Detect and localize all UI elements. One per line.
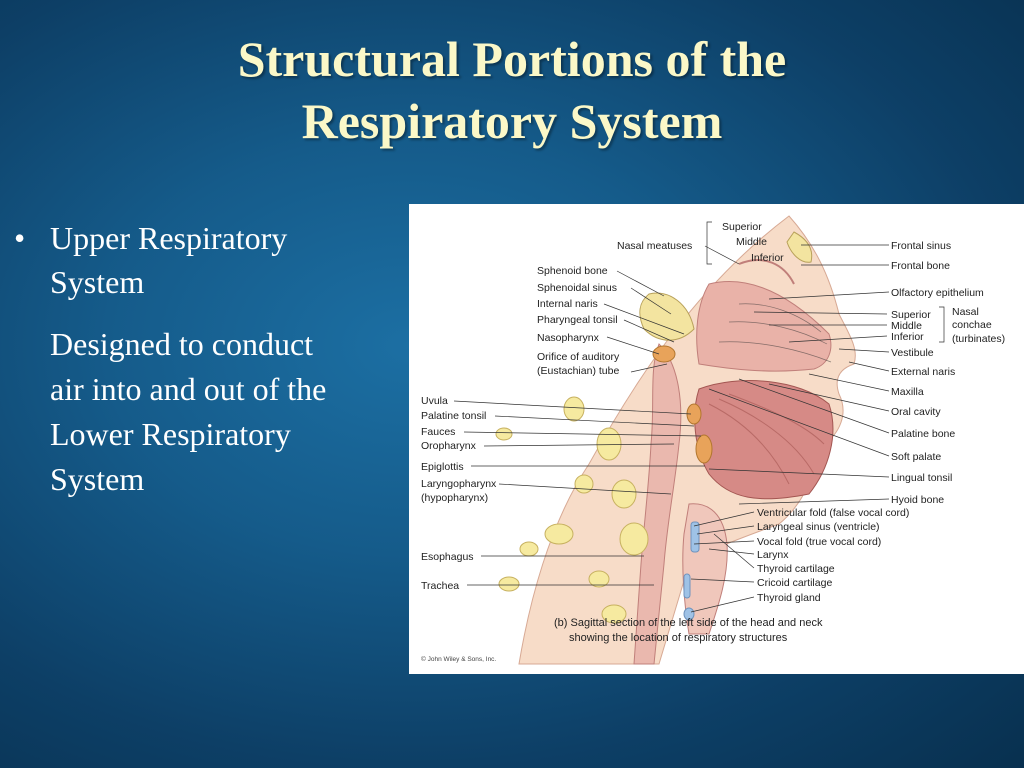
bullet-dot-icon: • xyxy=(14,220,26,256)
description-line-2: air into and out of the xyxy=(50,371,327,407)
label-cricoid-cartilage: Cricoid cartilage xyxy=(757,577,832,589)
title-line-1: Structural Portions of the xyxy=(237,31,787,87)
left-labels: Nasal meatuses Sphenoid bone Sphenoidal … xyxy=(421,240,692,592)
label-frontal-bone: Frontal bone xyxy=(891,260,950,272)
head-illustration xyxy=(495,215,856,665)
label-nasopharynx: Nasopharynx xyxy=(537,332,600,344)
label-turbinates: (turbinates) xyxy=(952,333,1005,345)
leader-lines xyxy=(453,221,945,613)
label-vocal-fold: Vocal fold (true vocal cord) xyxy=(757,536,881,548)
bullet-list: • Upper Respiratory System Designed to c… xyxy=(14,216,414,502)
label-meatus-middle: Middle xyxy=(736,236,767,248)
description-line-3: Lower Respiratory xyxy=(50,416,291,452)
label-frontal-sinus: Frontal sinus xyxy=(891,240,951,252)
slide-title: Structural Portions of the Respiratory S… xyxy=(0,28,1024,152)
description-line-4: System xyxy=(50,461,145,497)
bullet-line-1: Upper Respiratory xyxy=(50,220,288,256)
label-orifice-auditory: Orifice of auditory xyxy=(537,351,620,363)
label-palatine-tonsil: Palatine tonsil xyxy=(421,410,486,422)
figure-caption-line-2: showing the location of respiratory stru… xyxy=(569,632,788,644)
label-olfactory-epithelium: Olfactory epithelium xyxy=(891,287,984,299)
label-thyroid-cartilage: Thyroid cartilage xyxy=(757,563,835,575)
label-sphenoid-bone: Sphenoid bone xyxy=(537,265,608,277)
label-oropharynx: Oropharynx xyxy=(421,440,477,452)
bullet-item: • Upper Respiratory System xyxy=(14,216,414,304)
label-laryngopharynx: Laryngopharynx xyxy=(421,478,497,490)
label-conchae-inferior: Inferior xyxy=(891,331,924,343)
label-conchae: conchae xyxy=(952,319,992,331)
label-esophagus: Esophagus xyxy=(421,551,474,563)
label-pharyngeal-tonsil: Pharyngeal tonsil xyxy=(537,314,618,326)
right-labels: Frontal sinus Frontal bone Olfactory epi… xyxy=(757,240,1005,604)
label-hypopharynx: (hypopharynx) xyxy=(421,492,488,504)
meatus-labels: Superior Middle Inferior xyxy=(722,221,784,264)
label-trachea: Trachea xyxy=(421,580,459,592)
label-eustachian-tube: (Eustachian) tube xyxy=(537,365,619,377)
label-sphenoidal-sinus: Sphenoidal sinus xyxy=(537,282,617,294)
label-vestibule: Vestibule xyxy=(891,347,934,359)
label-palatine-bone: Palatine bone xyxy=(891,428,955,440)
label-internal-naris: Internal naris xyxy=(537,298,598,310)
label-external-naris: External naris xyxy=(891,366,955,378)
description-line-1: Designed to conduct xyxy=(50,326,314,362)
label-soft-palate: Soft palate xyxy=(891,451,941,463)
label-lingual-tonsil: Lingual tonsil xyxy=(891,472,952,484)
figure-copyright: © John Wiley & Sons, Inc. xyxy=(421,655,496,663)
anatomy-figure: Nasal meatuses Sphenoid bone Sphenoidal … xyxy=(409,204,1024,674)
label-uvula: Uvula xyxy=(421,395,448,407)
bullet-line-2: System xyxy=(50,264,145,300)
label-fauces: Fauces xyxy=(421,426,455,438)
label-nasal: Nasal xyxy=(952,306,979,318)
label-meatus-superior: Superior xyxy=(722,221,762,233)
label-maxilla: Maxilla xyxy=(891,386,924,398)
label-epiglottis: Epiglottis xyxy=(421,461,464,473)
title-line-2: Respiratory System xyxy=(301,93,723,149)
anatomy-illustration: Nasal meatuses Sphenoid bone Sphenoidal … xyxy=(421,215,1005,665)
label-conchae-superior: Superior xyxy=(891,309,931,321)
bullet-description: Designed to conduct air into and out of … xyxy=(14,322,414,502)
label-hyoid-bone: Hyoid bone xyxy=(891,494,944,506)
label-oral-cavity: Oral cavity xyxy=(891,406,941,418)
label-thyroid-gland: Thyroid gland xyxy=(757,592,821,604)
label-meatus-inferior: Inferior xyxy=(751,252,784,264)
label-nasal-meatuses: Nasal meatuses xyxy=(617,240,692,252)
label-conchae-middle: Middle xyxy=(891,320,922,332)
figure-caption-line-1: (b) Sagittal section of the left side of… xyxy=(554,617,823,629)
label-larynx: Larynx xyxy=(757,549,789,561)
label-ventricular-fold: Ventricular fold (false vocal cord) xyxy=(757,507,909,519)
label-laryngeal-sinus: Laryngeal sinus (ventricle) xyxy=(757,521,880,533)
